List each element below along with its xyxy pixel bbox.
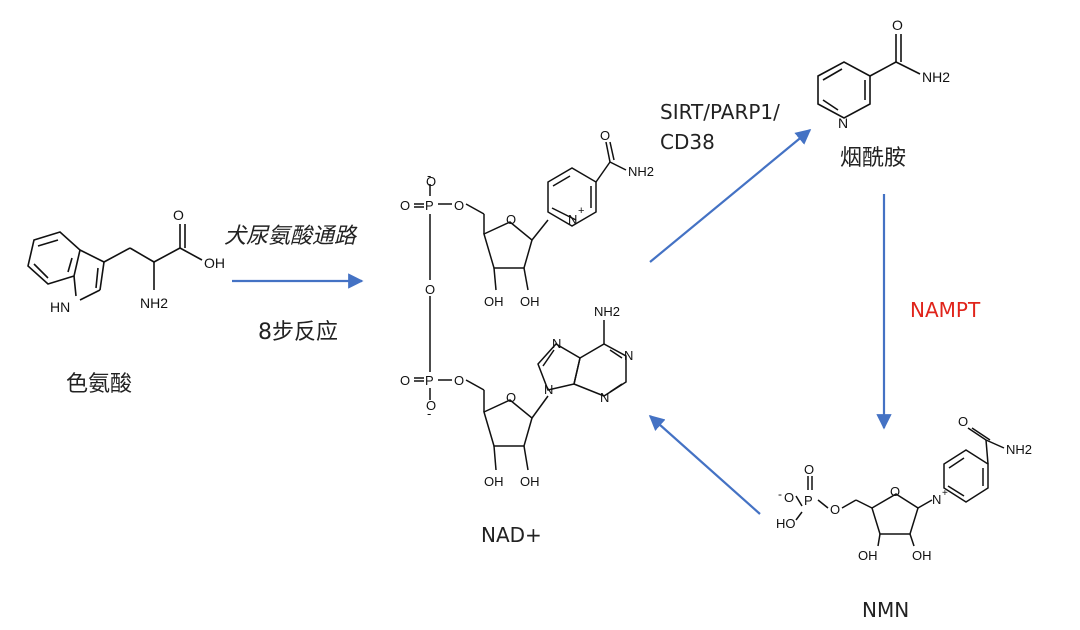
nicotinamide-n: N	[838, 115, 848, 131]
nmn-o-ester: O	[830, 502, 840, 517]
tryptophan-hn: HN	[50, 299, 70, 315]
nad-o-bot-dbl: O	[400, 373, 410, 388]
nad-ribose-o-top: O	[506, 212, 516, 227]
nmn-plus: +	[942, 488, 948, 499]
nad-o-top-dbl: O	[400, 198, 410, 213]
nad-adenine-n3: N	[600, 390, 609, 405]
nad-adenine-nh2: NH2	[594, 304, 620, 319]
nad-o-top-ester: O	[454, 198, 464, 213]
nad-to-nicotinamide-arrow	[649, 129, 812, 263]
nad-oh-3: OH	[484, 474, 504, 489]
nad-oh-4: OH	[520, 474, 540, 489]
nmn-structure	[795, 427, 1005, 547]
nmn-amide-o: O	[958, 414, 968, 429]
salvage-enzymes-line2: CD38	[660, 130, 715, 154]
tryptophan-oh: OH	[204, 255, 225, 271]
tryptophan-name: 色氨酸	[66, 372, 133, 397]
nad-adenine-n7: N	[552, 336, 561, 351]
nmn-minus: -	[778, 487, 782, 501]
nmn-amide-nh2: NH2	[1006, 442, 1032, 457]
nad-o-bot-ester: O	[454, 373, 464, 388]
nad-amide-o: O	[600, 128, 610, 143]
nad-minus-top: -	[427, 168, 431, 183]
nicotinamide-structure	[817, 34, 921, 119]
tryptophan-nh2: NH2	[140, 295, 168, 311]
nad-p-bot: P	[425, 373, 434, 388]
nad-oh-2: OH	[520, 294, 540, 309]
nad-amide-nh2: NH2	[628, 164, 654, 179]
salvage-enzymes-line1: SIRT/PARP1/	[660, 100, 780, 124]
nad-oh-1: OH	[484, 294, 504, 309]
nmn-n-ring: N	[932, 492, 941, 507]
nad-structure	[414, 141, 627, 471]
nmn-ho: HO	[776, 516, 796, 531]
nad-minus-bot: -	[427, 406, 431, 421]
kynurenine-steps-label: 8步反应	[258, 320, 338, 345]
nicotinamide-nh2: NH2	[922, 69, 950, 85]
nmn-p: P	[804, 493, 813, 508]
nad-adenine-n1: N	[624, 348, 633, 363]
nad-plus-charge: +	[578, 205, 584, 217]
nicotinamide-name: 烟酰胺	[840, 146, 907, 171]
nicotinamide-o: O	[892, 17, 903, 33]
nad-o-bridge: O	[425, 282, 435, 297]
nad-name: NAD+	[481, 523, 542, 547]
tryptophan-o: O	[173, 207, 184, 223]
nmn-to-nad-arrow	[648, 414, 761, 515]
nad-o-top: O	[426, 174, 436, 189]
nampt-label: NAMPT	[910, 298, 981, 322]
nad-n-plus-ring: N	[568, 212, 577, 227]
nmn-ribose-o: O	[890, 484, 900, 499]
kynurenine-pathway-label: 犬尿氨酸通路	[224, 224, 357, 249]
nmn-o-dbl: O	[804, 462, 814, 477]
nmn-oh-1: OH	[858, 548, 878, 563]
nad-ribose-o-bot: O	[506, 390, 516, 405]
nmn-oh-2: OH	[912, 548, 932, 563]
nmn-o-anion: O	[784, 490, 794, 505]
nad-o-bot: O	[426, 398, 436, 413]
nad-p-top: P	[425, 198, 434, 213]
tryptophan-structure	[27, 224, 203, 301]
nmn-name: NMN	[862, 598, 910, 622]
nad-adenine-n9: N	[544, 382, 553, 397]
